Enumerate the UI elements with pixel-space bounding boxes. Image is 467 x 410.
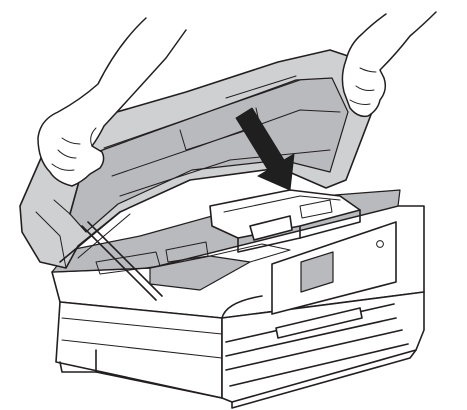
touchscreen-display [300,251,334,293]
down-arrow-icon [235,107,295,191]
power-button-icon [376,240,384,248]
right-hand [341,11,437,118]
lid-support-stay [81,225,157,301]
scanner-lid [19,49,373,269]
inner-mechanism [51,189,401,275]
paper-tray-handle [275,307,363,339]
left-hand [37,17,187,187]
